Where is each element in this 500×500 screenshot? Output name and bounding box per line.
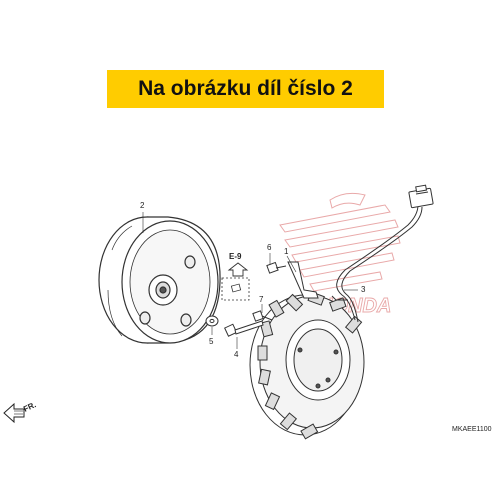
callout-6: 6: [267, 243, 272, 252]
bolt: [266, 261, 287, 274]
honda-wing-logo: [279, 192, 401, 292]
direction-label: FR.: [22, 400, 37, 414]
callout-3: 3: [361, 285, 366, 294]
flywheel: [98, 216, 221, 344]
banner-text: Na obrázku díl číslo 2: [138, 77, 353, 100]
up-arrow-icon: [227, 262, 249, 277]
direction-arrow-icon: [3, 402, 25, 424]
stator-coil: [249, 291, 365, 440]
drawing-code: MKAEE1100: [452, 426, 492, 433]
bolt: [252, 310, 273, 322]
callout-1: 1: [284, 247, 289, 256]
leader-lines: [142, 212, 358, 349]
callout-7: 7: [259, 295, 264, 304]
washer: [205, 315, 219, 327]
callout-2: 2: [140, 201, 145, 210]
callout-5: 5: [209, 337, 214, 346]
reference-box: E-9: [221, 252, 250, 301]
callout-4: 4: [234, 350, 239, 359]
reference-box-label: E-9: [229, 252, 242, 261]
bolt: [224, 320, 264, 337]
part-number-banner: Na obrázku díl číslo 2: [107, 70, 384, 108]
wire-harness-connector: [408, 184, 434, 209]
wire-harness: [331, 204, 423, 323]
